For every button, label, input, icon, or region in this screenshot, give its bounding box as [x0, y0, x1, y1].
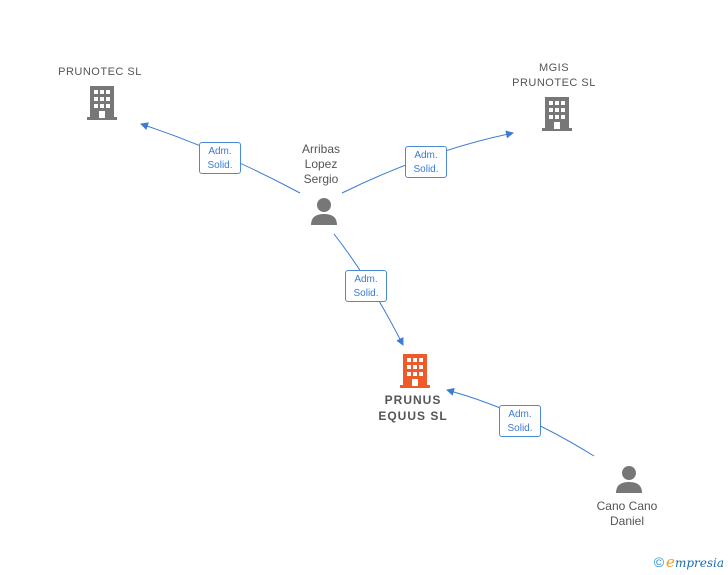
role-line1: Adm. [508, 409, 532, 420]
building-icon[interactable] [86, 85, 118, 120]
role-line1: Adm. [414, 150, 438, 161]
role-badge-arribas-prunotec[interactable]: Adm. Solid. [199, 142, 241, 174]
person-label-canocano[interactable]: Cano Cano Daniel [584, 499, 670, 529]
copyright-icon: © [653, 554, 665, 570]
company-name-line2: PRUNOTEC SL [512, 77, 596, 89]
building-icon[interactable] [399, 353, 431, 388]
person-label-arribas[interactable]: Arribas Lopez Sergio [281, 142, 361, 187]
person-icon[interactable] [309, 196, 339, 226]
role-line2: Solid. [207, 160, 233, 171]
company-label-prunus[interactable]: PRUNUS EQUUS SL [353, 392, 473, 424]
company-label-prunotec[interactable]: PRUNOTEC SL [40, 65, 160, 80]
company-name: PRUNOTEC SL [58, 66, 142, 78]
role-badge-arribas-mgis[interactable]: Adm. Solid. [405, 146, 447, 178]
brand-logo: empresia [666, 553, 724, 571]
role-line2: Solid. [507, 423, 533, 434]
role-badge-arribas-prunus[interactable]: Adm. Solid. [345, 270, 387, 302]
role-line1: Adm. [354, 274, 378, 285]
building-icon[interactable] [541, 96, 573, 131]
role-line2: Solid. [353, 288, 379, 299]
person-name-line2: Lopez [304, 157, 338, 171]
person-name-line1: Arribas [301, 142, 340, 156]
role-line1: Adm. [208, 146, 232, 157]
role-line2: Solid. [413, 164, 439, 175]
company-name-line1: PRUNUS [384, 393, 442, 407]
company-label-mgis[interactable]: MGIS PRUNOTEC SL [494, 61, 614, 91]
company-name-line1: MGIS [538, 62, 570, 74]
company-name-line2: EQUUS SL [378, 409, 448, 423]
brand-footer: ©empresia [654, 553, 724, 572]
role-badge-canocano-prunus[interactable]: Adm. Solid. [499, 405, 541, 437]
person-icon[interactable] [614, 464, 644, 494]
person-name-line3: Sergio [303, 172, 339, 186]
brand-logo-rest: mpresia [674, 556, 724, 570]
person-name-line1: Cano Cano [596, 499, 658, 513]
brand-logo-e: e [666, 553, 675, 571]
person-name-line2: Daniel [609, 514, 645, 528]
